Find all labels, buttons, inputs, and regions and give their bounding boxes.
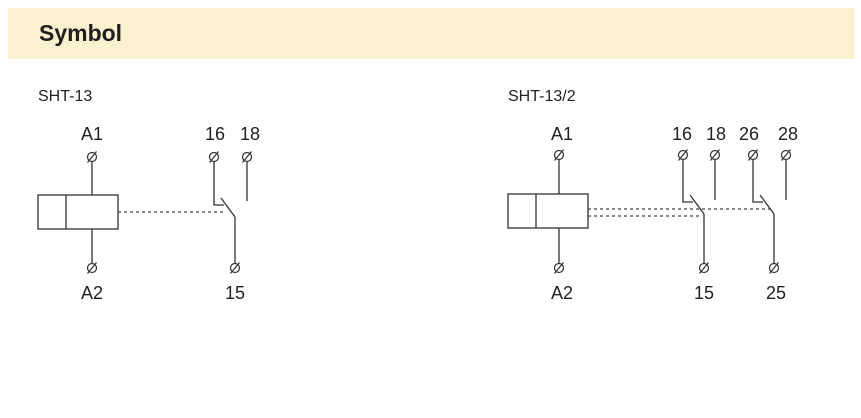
model-label: SHT-13/2 xyxy=(508,88,576,105)
terminal-label-25: 25 xyxy=(766,283,786,303)
terminal-25-icon xyxy=(768,262,780,274)
nc-contact-wire xyxy=(752,159,763,203)
terminal-28-icon xyxy=(780,149,792,161)
diagram-sht-13: SHT-13 A1 A2 16 18 xyxy=(37,88,260,303)
terminal-label-18: 18 xyxy=(240,124,260,144)
terminal-15-icon xyxy=(698,262,710,274)
terminal-label-15: 15 xyxy=(225,283,245,303)
terminal-label-a2: A2 xyxy=(81,283,103,303)
contact-blade xyxy=(220,197,236,218)
terminal-label-16: 16 xyxy=(672,124,692,144)
section-header: Symbol xyxy=(8,8,854,59)
terminal-15-icon xyxy=(229,262,241,274)
contact-blade xyxy=(759,194,775,215)
terminal-26-icon xyxy=(747,149,759,161)
terminal-16-icon xyxy=(208,151,220,163)
terminal-label-26: 26 xyxy=(739,124,759,144)
contact-blade xyxy=(689,194,705,215)
terminal-label-15: 15 xyxy=(694,283,714,303)
coil: A1 A2 xyxy=(37,124,119,303)
coil-body xyxy=(37,194,119,230)
coil-body xyxy=(507,193,589,229)
terminal-label-18: 18 xyxy=(706,124,726,144)
terminal-a1-icon xyxy=(553,149,565,161)
terminal-label-a2: A2 xyxy=(551,283,573,303)
terminal-a2-icon xyxy=(86,262,98,274)
coil: A1 A2 xyxy=(507,124,589,303)
terminal-18-icon xyxy=(241,151,253,163)
changeover-contact-2: 26 28 25 xyxy=(739,124,798,303)
diagram-sht-13-2: SHT-13/2 A1 A2 16 18 xyxy=(507,88,798,303)
nc-contact-wire xyxy=(213,161,224,206)
changeover-contact: 16 18 15 xyxy=(205,124,260,303)
changeover-contact-1: 16 18 15 xyxy=(672,124,726,303)
terminal-16-icon xyxy=(677,149,689,161)
terminal-label-28: 28 xyxy=(778,124,798,144)
nc-contact-wire xyxy=(682,159,693,203)
terminal-label-a1: A1 xyxy=(551,124,573,144)
model-label: SHT-13 xyxy=(38,88,92,105)
terminal-label-a1: A1 xyxy=(81,124,103,144)
section-title: Symbol xyxy=(39,20,123,46)
terminal-18-icon xyxy=(709,149,721,161)
terminal-a1-icon xyxy=(86,151,98,163)
terminal-a2-icon xyxy=(553,262,565,274)
terminal-label-16: 16 xyxy=(205,124,225,144)
